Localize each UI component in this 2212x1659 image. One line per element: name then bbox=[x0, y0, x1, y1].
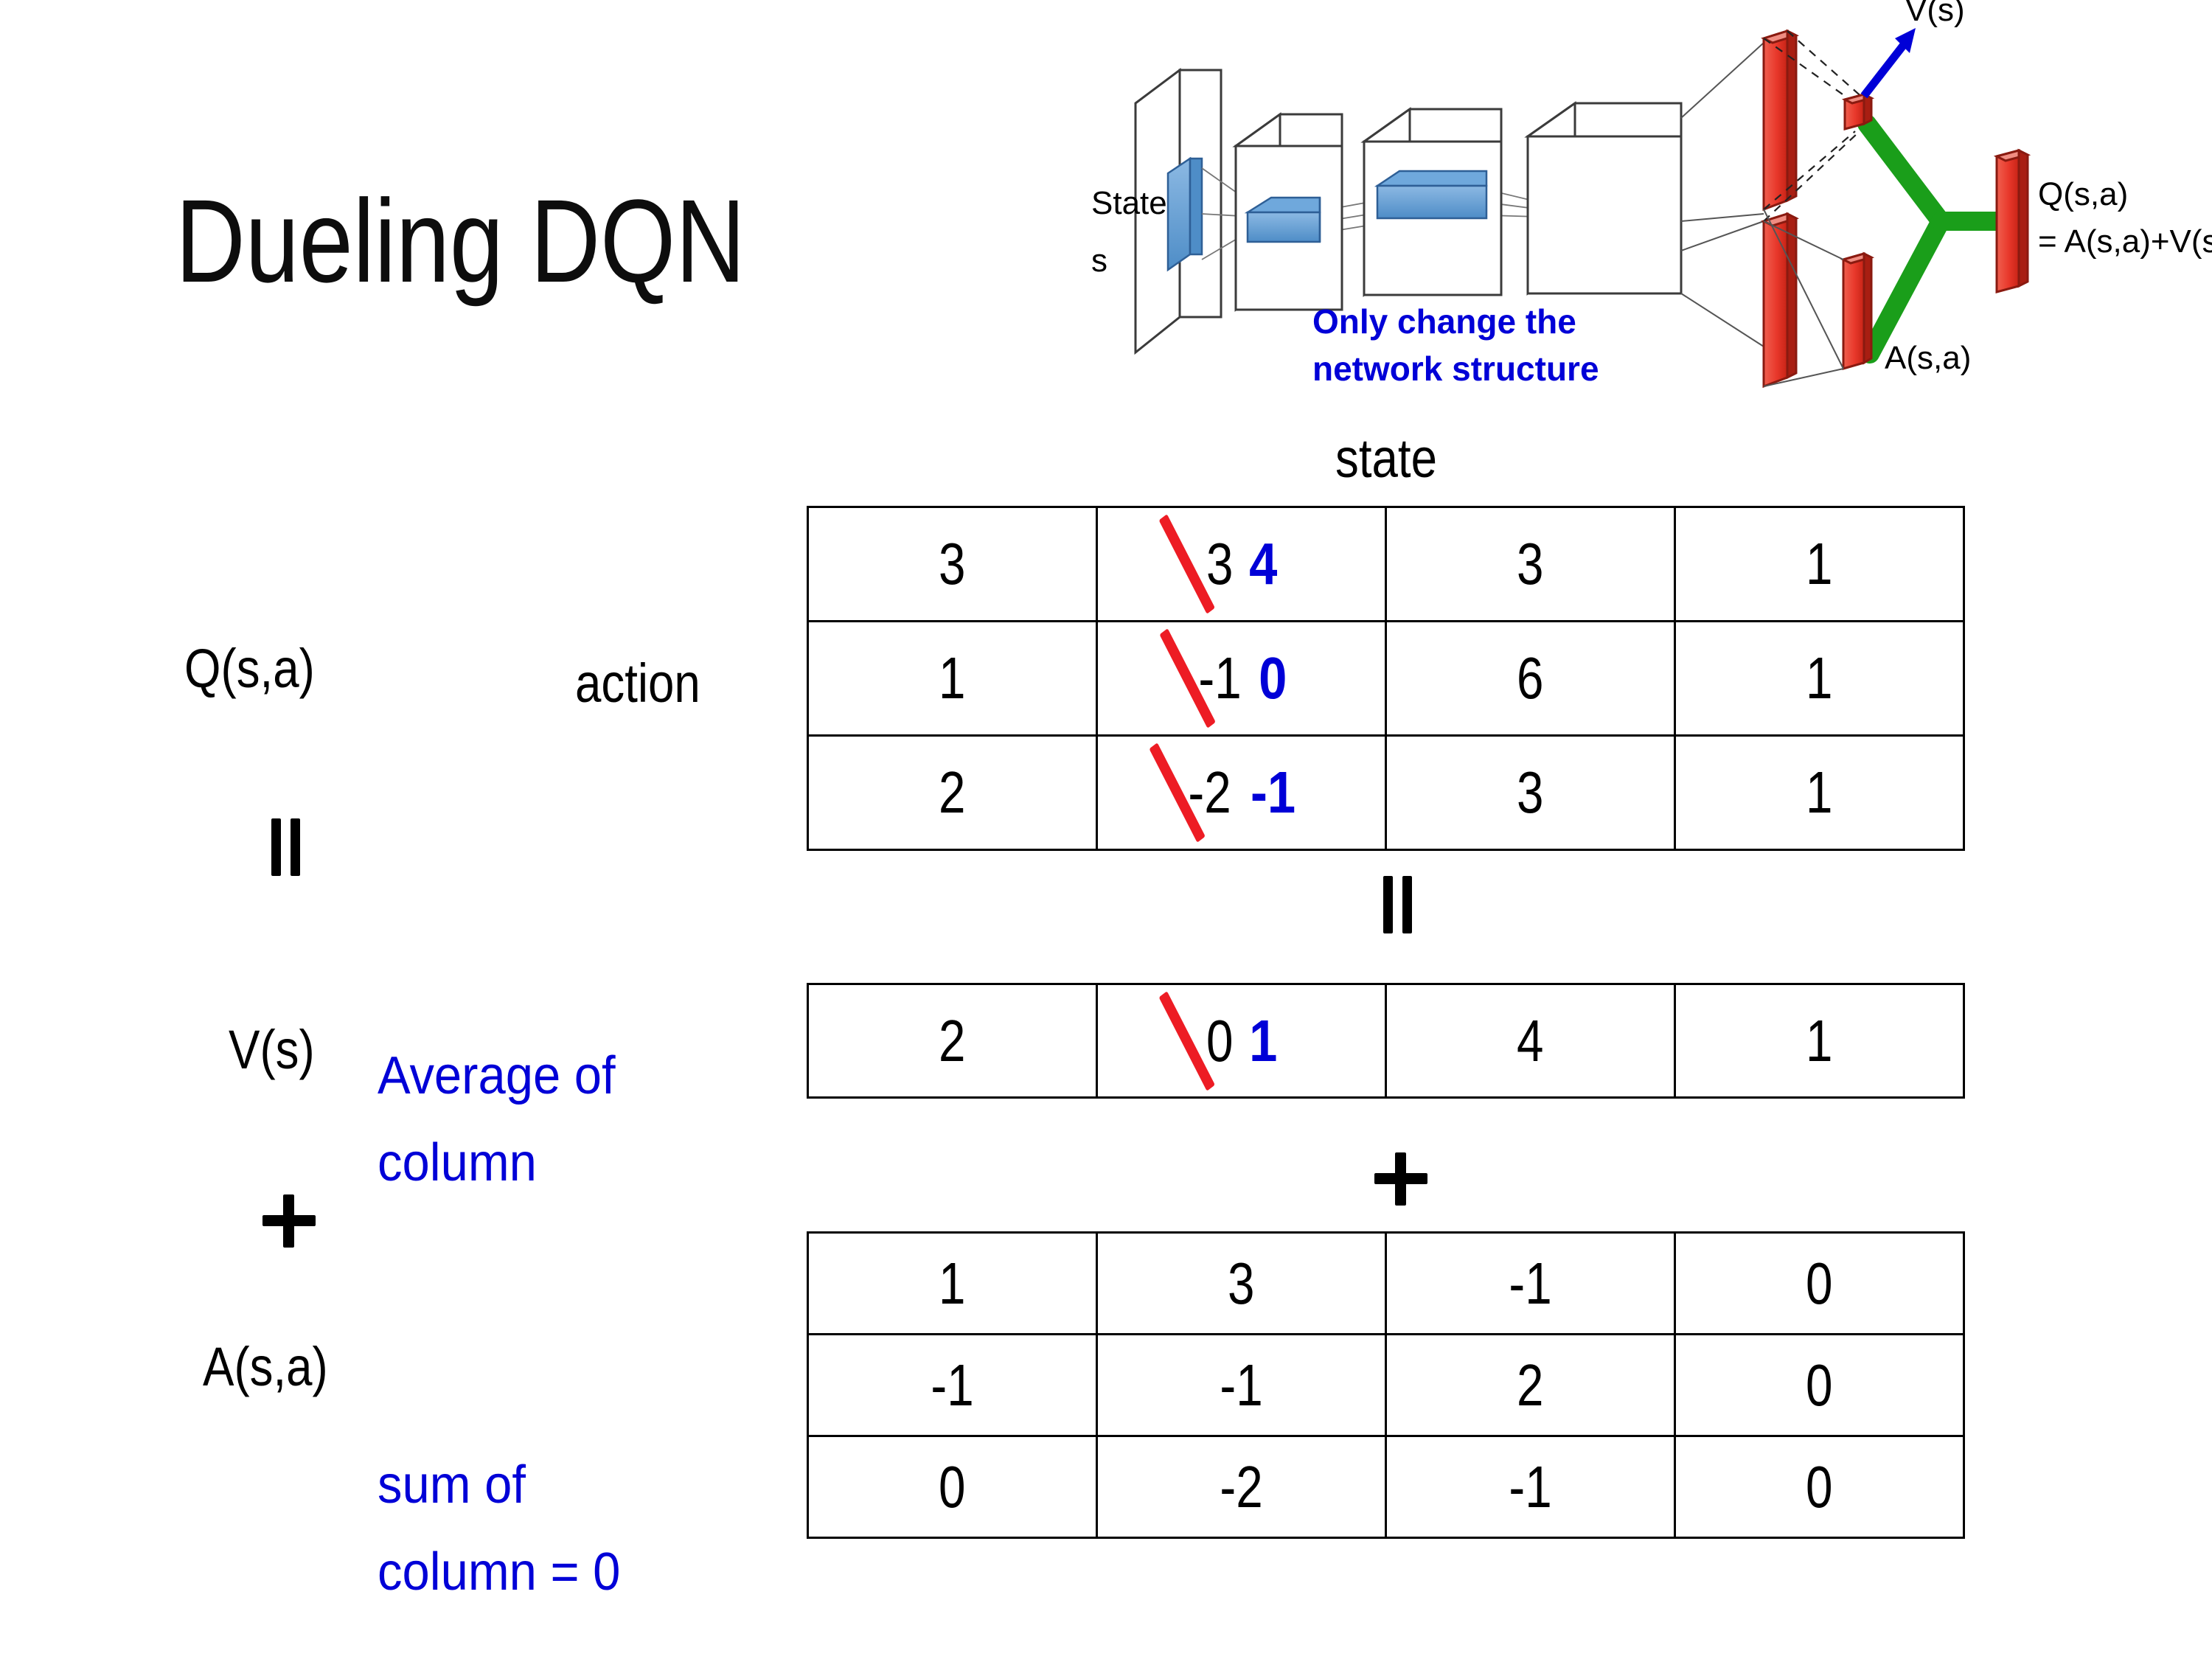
plus-operator-left bbox=[260, 1191, 319, 1250]
figure-output-label-line1: Q(s,a) bbox=[2038, 176, 2128, 212]
equals-operator-left bbox=[265, 818, 310, 876]
cell-value: -1 bbox=[1509, 1250, 1552, 1316]
cell-value: 0 bbox=[1806, 1453, 1833, 1520]
cell-value: -1 bbox=[931, 1352, 974, 1418]
table-cell: 4 bbox=[1385, 983, 1676, 1099]
q-section-label: Q(s,a) bbox=[184, 638, 315, 699]
cell-value: 1 bbox=[1806, 531, 1833, 597]
table-row: 0 -2 -1 0 bbox=[807, 1435, 1965, 1539]
old-value: -1 bbox=[1158, 628, 1241, 728]
v-annotation: Average of column bbox=[378, 1032, 700, 1206]
table-row: 1 3 -1 0 bbox=[807, 1231, 1965, 1335]
table-cell: 3 bbox=[1385, 734, 1676, 851]
table-cell: -1 bbox=[1096, 1333, 1387, 1437]
table-cell: 3 bbox=[1096, 1231, 1387, 1335]
strikethrough-mark bbox=[1158, 990, 1216, 1091]
cell-value: 2 bbox=[1517, 1352, 1544, 1418]
table-cell: 1 bbox=[1674, 983, 1965, 1099]
a-annotation-line1: sum of bbox=[378, 1455, 526, 1514]
table-cell: 1 bbox=[807, 620, 1098, 737]
cell-value: 3 bbox=[1517, 759, 1544, 825]
equals-operator-center bbox=[1377, 876, 1422, 933]
v-section-label: V(s) bbox=[229, 1019, 315, 1080]
table-cell: 0 bbox=[1674, 1333, 1965, 1437]
cell-value: 0 bbox=[1806, 1250, 1833, 1316]
table-cell: -1 bbox=[1385, 1231, 1676, 1335]
plus-operator-center bbox=[1371, 1149, 1430, 1208]
cell-value: 3 bbox=[939, 531, 966, 597]
dueling-network-diagram: V(s) A(s,a) Q(s,a) = A(s,a)+V(s) State s… bbox=[1091, 0, 2212, 413]
strikethrough-mark bbox=[1158, 628, 1216, 728]
new-value: 4 bbox=[1248, 531, 1277, 597]
table-cell: -2 bbox=[1096, 1435, 1387, 1539]
table-cell: 1 bbox=[1674, 506, 1965, 622]
column-axis-label: state bbox=[1335, 428, 1437, 489]
a-annotation: sum of column = 0 bbox=[378, 1441, 734, 1615]
new-value: 0 bbox=[1258, 645, 1287, 711]
cell-value: 3 bbox=[1228, 1250, 1255, 1316]
figure-advantage-label: A(s,a) bbox=[1885, 340, 1971, 376]
row-axis-label: action bbox=[575, 653, 700, 714]
figure-input-label-line2: s bbox=[1091, 243, 1107, 279]
table-row: 1 -1 0 6 1 bbox=[807, 620, 1965, 737]
table-cell: 0 bbox=[1674, 1435, 1965, 1539]
cell-value: -2 bbox=[1220, 1453, 1263, 1520]
v-annotation-line1: Average of bbox=[378, 1046, 616, 1105]
old-value: 3 bbox=[1158, 514, 1233, 614]
new-value: 1 bbox=[1248, 1007, 1277, 1074]
table-cell: 0 bbox=[807, 1435, 1098, 1539]
table-cell: -2 -1 bbox=[1096, 734, 1387, 851]
cell-value: 3 bbox=[1517, 531, 1544, 597]
table-cell: 1 bbox=[1674, 620, 1965, 737]
table-cell: 2 bbox=[807, 983, 1098, 1099]
figure-output-label-line2: = A(s,a)+V(s) bbox=[2038, 223, 2212, 260]
cell-value: 2 bbox=[939, 759, 966, 825]
table-cell: 3 bbox=[1385, 506, 1676, 622]
table-cell: 2 bbox=[1385, 1333, 1676, 1437]
cell-value: 0 bbox=[939, 1453, 966, 1520]
a-section-label: A(s,a) bbox=[203, 1336, 328, 1397]
table-cell: 6 bbox=[1385, 620, 1676, 737]
table-cell: 3 bbox=[807, 506, 1098, 622]
cell-value: 0 bbox=[1806, 1352, 1833, 1418]
table-row: -1 -1 2 0 bbox=[807, 1333, 1965, 1437]
table-cell: 2 bbox=[807, 734, 1098, 851]
table-cell: -1 0 bbox=[1096, 620, 1387, 737]
table-cell: -1 bbox=[807, 1333, 1098, 1437]
cell-value: 2 bbox=[939, 1007, 966, 1074]
old-value: 0 bbox=[1158, 990, 1233, 1091]
v-annotation-line2: column bbox=[378, 1133, 537, 1192]
strikethrough-mark bbox=[1149, 742, 1206, 843]
table-cell: 1 bbox=[1674, 734, 1965, 851]
figure-note-line1: Only change the bbox=[1312, 302, 1576, 341]
figure-input-label-line1: State bbox=[1091, 185, 1167, 221]
cell-value: 1 bbox=[1806, 759, 1833, 825]
table-cell: 0 bbox=[1674, 1231, 1965, 1335]
table-cell: -1 bbox=[1385, 1435, 1676, 1539]
cell-value: 1 bbox=[939, 645, 966, 711]
cell-value: 6 bbox=[1517, 645, 1544, 711]
strikethrough-mark bbox=[1158, 514, 1216, 614]
cell-value: 4 bbox=[1517, 1007, 1544, 1074]
cell-value: 1 bbox=[939, 1250, 966, 1316]
cell-value: 1 bbox=[1806, 1007, 1833, 1074]
a-value-table: 1 3 -1 0 -1 -1 2 0 0 -2 -1 0 bbox=[807, 1231, 1965, 1539]
cell-value: 1 bbox=[1806, 645, 1833, 711]
a-annotation-line2: column = 0 bbox=[378, 1543, 621, 1601]
cell-value: -1 bbox=[1220, 1352, 1263, 1418]
table-cell: 1 bbox=[807, 1231, 1098, 1335]
figure-note-line2: network structure bbox=[1312, 349, 1599, 388]
page-title: Dueling DQN bbox=[175, 175, 745, 307]
new-value: -1 bbox=[1250, 759, 1295, 825]
cell-value: -1 bbox=[1509, 1453, 1552, 1520]
old-value: -2 bbox=[1149, 742, 1231, 843]
table-row: 2 -2 -1 3 1 bbox=[807, 734, 1965, 851]
figure-value-label: V(s) bbox=[1905, 0, 1965, 28]
